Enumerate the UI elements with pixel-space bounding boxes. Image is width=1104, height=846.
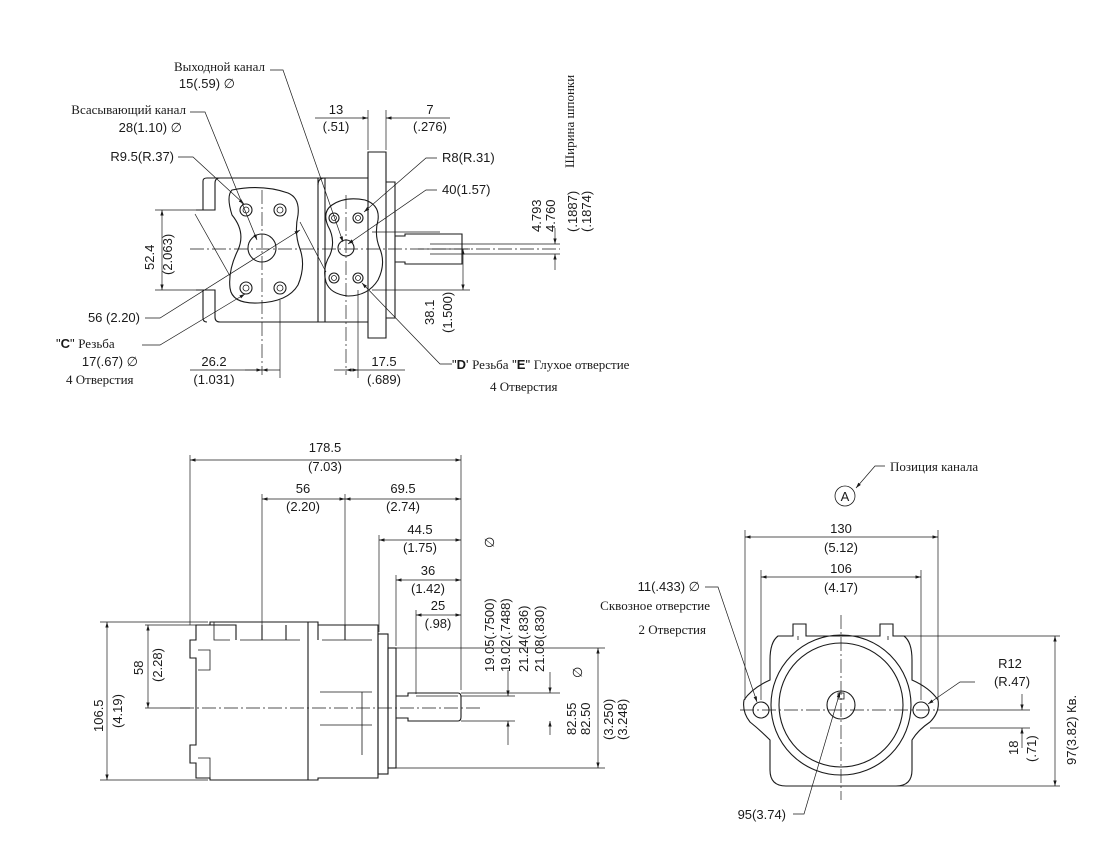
d-thread-label: Резьба bbox=[472, 357, 509, 372]
h106-inch-label: (4.19) bbox=[110, 694, 125, 728]
square-97-label: 97(3.82) Кв. bbox=[1064, 695, 1079, 765]
through-hole-label: Сквозное отверстие bbox=[600, 598, 710, 613]
d56-side-label: 56 bbox=[296, 481, 310, 496]
e-quote-open: " bbox=[509, 357, 518, 372]
d-quote-close: ' bbox=[466, 357, 472, 372]
suction-channel-label: Всасывающий канал bbox=[71, 102, 186, 117]
c-quote-open: " bbox=[56, 336, 61, 351]
e-blind-label: Глухое отверстие bbox=[534, 357, 630, 372]
shaft-in-label: 19.02(.7488) bbox=[498, 598, 513, 672]
d52-inch-label: (2.063) bbox=[160, 234, 175, 275]
d26-label: 26.2 bbox=[201, 354, 226, 369]
top-view bbox=[142, 69, 560, 378]
d25-label: 25 bbox=[431, 598, 445, 613]
d178-label: 178.5 bbox=[309, 440, 342, 455]
d-letter: D bbox=[457, 357, 466, 372]
key-depth-2-label: 21.08(.830) bbox=[532, 606, 547, 673]
side-flange bbox=[377, 633, 389, 775]
d56-label: 56 (2.20) bbox=[88, 310, 140, 325]
r-right-label: R8(R.31) bbox=[442, 150, 495, 165]
front-view bbox=[705, 465, 1060, 815]
d95-label: 95(3.74) bbox=[738, 807, 786, 822]
c-thread-line: "C" Резьба bbox=[56, 336, 115, 351]
d36-label: 36 bbox=[421, 563, 435, 578]
d26-inch-label: (1.031) bbox=[193, 372, 234, 387]
key-in-2-label: (.1874) bbox=[579, 191, 594, 232]
suction-port-flange bbox=[228, 187, 304, 304]
position-label: Позиция канала bbox=[890, 459, 978, 474]
key-mm-2-label: 4.760 bbox=[543, 199, 558, 232]
d25-inch-label: (.98) bbox=[425, 616, 452, 631]
position-a-circle bbox=[834, 485, 856, 507]
top-body-outline bbox=[202, 177, 326, 323]
c-size-label: 17(.67) ∅ bbox=[82, 354, 138, 369]
r-left-label: R9.5(R.37) bbox=[110, 149, 174, 164]
d7-label: 7 bbox=[426, 102, 433, 117]
d69-inch-label: (2.74) bbox=[386, 499, 420, 514]
d18-label: 18 bbox=[1006, 741, 1021, 755]
d13-label: 13 bbox=[329, 102, 343, 117]
d7-inch-label: (.276) bbox=[413, 119, 447, 134]
shaft-mm-label: 19.05(.7500) bbox=[482, 598, 497, 672]
d-quote-open: " bbox=[452, 357, 457, 372]
d17-label: 17.5 bbox=[371, 354, 396, 369]
pilot-dia-symbol: ∅ bbox=[570, 667, 585, 678]
d17-inch-label: (.689) bbox=[367, 372, 401, 387]
r12-inch-label: (R.47) bbox=[994, 674, 1030, 689]
h58-inch-label: (2.28) bbox=[150, 648, 165, 682]
outlet-channel-label: Выходной канал bbox=[174, 59, 266, 74]
pilot-in-2-label: (3.248) bbox=[615, 699, 630, 740]
d13-inch-label: (.51) bbox=[323, 119, 350, 134]
c-holes-label: 4 Отверстия bbox=[66, 372, 134, 387]
h58-label: 58 bbox=[131, 661, 146, 675]
hole-count-label: 2 Отверстия bbox=[638, 622, 706, 637]
front-flange-outline bbox=[743, 623, 939, 787]
key-in-1-label: (.1887) bbox=[565, 191, 580, 232]
key-depth-1-label: 21.24(.836) bbox=[516, 606, 531, 673]
d56-side-inch-label: (2.20) bbox=[286, 499, 320, 514]
c-quote-close: " bbox=[70, 336, 78, 351]
e-letter: E bbox=[517, 357, 526, 372]
d38-inch-label: (1.500) bbox=[440, 292, 455, 333]
position-letter: A bbox=[841, 489, 850, 504]
side-body-outline bbox=[189, 621, 379, 781]
key-mm-1-label: 4.793 bbox=[529, 199, 544, 232]
hole-size-label: 11(.433) ∅ bbox=[638, 579, 700, 594]
d44-inch-label: (1.75) bbox=[403, 540, 437, 555]
w106-inch-label: (4.17) bbox=[824, 580, 858, 595]
pilot-in-1-label: (3.250) bbox=[601, 699, 616, 740]
pilot-mm-1-label: 82.55 bbox=[564, 702, 579, 735]
d52-label: 52.4 bbox=[142, 245, 157, 270]
c-thread-label: Резьба bbox=[78, 336, 115, 351]
w130-inch-label: (5.12) bbox=[824, 540, 858, 555]
d44-label: 44.5 bbox=[407, 522, 432, 537]
d36-inch-label: (1.42) bbox=[411, 581, 445, 596]
side-view bbox=[100, 455, 605, 781]
shaft-dia-symbol: ∅ bbox=[482, 537, 497, 548]
d69-label: 69.5 bbox=[390, 481, 415, 496]
d18-inch-label: (.71) bbox=[1024, 735, 1039, 762]
e-quote-close: " bbox=[525, 357, 533, 372]
suction-size-label: 28(1.10) ∅ bbox=[119, 120, 182, 135]
w106-label: 106 bbox=[830, 561, 852, 576]
pilot-mm-2-label: 82.50 bbox=[578, 702, 593, 735]
d178-inch-label: (7.03) bbox=[308, 459, 342, 474]
outlet-size-label: 15(.59) ∅ bbox=[179, 76, 235, 91]
r12-label: R12 bbox=[998, 656, 1022, 671]
de-holes-label: 4 Отверстия bbox=[490, 379, 558, 394]
h106-label: 106.5 bbox=[91, 699, 106, 732]
side-shaft bbox=[396, 692, 462, 722]
de-thread-line: "D' Резьба "E" Глухое отверстие bbox=[452, 357, 630, 372]
c-letter: C bbox=[61, 336, 71, 351]
key-width-label: Ширина шпонки bbox=[562, 75, 577, 168]
w130-label: 130 bbox=[830, 521, 852, 536]
d38-label: 38.1 bbox=[422, 300, 437, 325]
d40-label: 40(1.57) bbox=[442, 182, 490, 197]
top-flange bbox=[367, 151, 387, 339]
outlet-port-flange bbox=[324, 198, 384, 297]
